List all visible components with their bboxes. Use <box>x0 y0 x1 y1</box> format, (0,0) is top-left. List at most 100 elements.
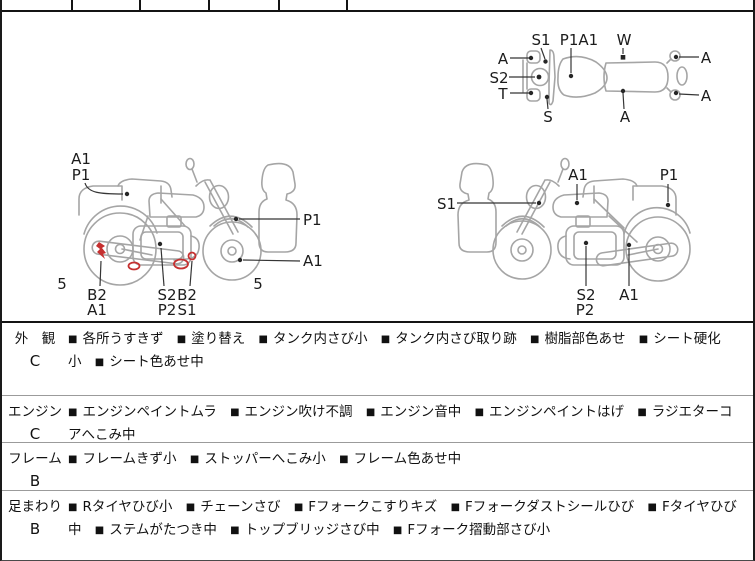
defect-item: ■エンジンペイントはげ <box>474 404 625 420</box>
square-bullet-icon: ■ <box>68 407 78 418</box>
square-bullet-icon: ■ <box>530 334 540 345</box>
grade-value: C <box>29 351 41 370</box>
defect-item: ■トップブリッジさび中 <box>230 521 380 538</box>
top-view-bike-art <box>522 49 688 106</box>
defect-item: ■シート色あせ中 <box>94 353 204 370</box>
square-bullet-icon: ■ <box>647 502 657 513</box>
right-side-bike-art <box>457 157 691 282</box>
callout-s1-headlight: S1 <box>437 195 456 213</box>
column-divider <box>208 0 210 10</box>
defect-item: ■ラジエターコアへこみ中 <box>68 404 733 443</box>
square-bullet-icon: ■ <box>176 334 187 345</box>
square-bullet-icon: ■ <box>474 407 485 418</box>
category-cell: フレーム B <box>6 449 64 492</box>
square-bullet-icon: ■ <box>380 334 391 345</box>
callout-s2-engine: S2 <box>157 286 176 304</box>
left-side-callouts: A1 P1 P1 A1 5 5 B2 A1 S2 P2 B2 S1 <box>57 150 323 319</box>
square-bullet-icon: ■ <box>339 454 349 465</box>
defect-item: ■塗り替え <box>176 331 246 347</box>
damage-mark-ring <box>187 251 197 261</box>
square-bullet-icon: ■ <box>638 334 649 345</box>
callout-p2-engine: P2 <box>158 301 177 319</box>
callout-a-right-bottom: A <box>701 87 712 105</box>
category-label: エンジン <box>8 404 62 420</box>
square-bullet-icon: ■ <box>94 524 105 536</box>
callout-5-front: 5 <box>253 275 263 293</box>
square-bullet-icon: ■ <box>185 502 196 513</box>
defect-item: ■ステムがたつき中 <box>94 521 217 538</box>
callout-s: S <box>543 108 553 126</box>
column-divider <box>71 0 73 10</box>
defect-item: ■エンジン吹け不調 <box>230 404 353 420</box>
callout-s2-engine-r: S2 <box>576 286 595 304</box>
defect-item: ■各所うすきず <box>68 331 164 347</box>
defect-item: ■エンジンペイントムラ <box>68 404 217 420</box>
callout-a1-front: A1 <box>303 252 323 270</box>
column-divider <box>346 0 348 10</box>
defect-item: ■Fフォークダストシールひび <box>450 499 635 515</box>
defect-item: ■タンク内さび小 <box>258 331 368 347</box>
callout-a1-muffler: A1 <box>619 286 639 304</box>
table-header-partial-row <box>2 0 753 12</box>
callout-p1-tail: P1 <box>660 166 679 184</box>
inspection-row: エンジン C ■エンジンペイントムラ ■エンジン吹け不調 ■エンジン音中 ■エンジン… <box>2 395 753 443</box>
defect-list: ■フレームきず小 ■ストッパーへこみ小 ■フレーム色あせ中 <box>68 443 753 472</box>
square-bullet-icon: ■ <box>365 407 376 418</box>
callout-p1a1: P1A1 <box>560 31 598 49</box>
category-cell: 足まわり B <box>6 497 64 540</box>
defect-item: ■チェーンさび <box>185 499 281 515</box>
category-label: フレーム <box>8 451 62 467</box>
callout-b2-exhaust: B2 <box>87 286 107 304</box>
callout-p1-rear: P1 <box>72 166 91 184</box>
grade-value: B <box>29 471 41 490</box>
callout-a1-exhaust: A1 <box>87 301 107 319</box>
callout-s2: S2 <box>489 69 508 87</box>
callout-p2-engine-r: P2 <box>576 301 595 319</box>
grade-value: B <box>29 519 41 538</box>
square-bullet-icon: ■ <box>293 502 304 513</box>
defect-item: ■樹脂部色あせ <box>530 331 626 347</box>
square-bullet-icon: ■ <box>189 454 200 465</box>
callout-s1: S1 <box>531 31 550 49</box>
defect-item: ■Rタイヤひび小 <box>68 499 173 515</box>
damage-mark-arrow <box>96 242 106 259</box>
square-bullet-icon: ■ <box>68 334 78 345</box>
defect-item: ■エンジン音中 <box>365 404 462 420</box>
square-bullet-icon: ■ <box>637 407 647 418</box>
damage-mark-oval <box>127 261 141 271</box>
damage-mark-oval <box>173 258 189 270</box>
left-side-damage-marks <box>96 242 197 271</box>
defect-item: ■フレーム色あせ中 <box>339 451 462 467</box>
top-view-callouts: S1 P1A1 W A S2 T S A A <box>489 31 711 126</box>
category-label: 足まわり <box>8 499 62 515</box>
right-side-callouts: S1 A1 P1 S2 P2 A1 <box>437 166 678 319</box>
left-side-bike-art <box>78 157 298 286</box>
right-side-view-diagram: S1 A1 P1 S2 P2 A1 <box>437 157 691 319</box>
callout-s1-engine: S1 <box>177 301 196 319</box>
defect-item: ■シート硬化小 <box>68 331 721 370</box>
square-bullet-icon: ■ <box>94 356 105 368</box>
callout-a1-tank: A1 <box>568 166 588 184</box>
grade-value: C <box>29 424 41 443</box>
defect-list: ■各所うすきず ■塗り替え ■タンク内さび小 ■タンク内さび取り跡 ■樹脂部色あ… <box>68 323 753 374</box>
defect-item: ■ストッパーへこみ小 <box>189 451 326 467</box>
callout-a-left: A <box>498 50 509 68</box>
damage-diagram-panel: S1 P1A1 W A S2 T S A A <box>2 12 753 321</box>
callout-a-right-top: A <box>701 49 712 67</box>
square-bullet-icon: ■ <box>392 524 403 536</box>
defect-item: ■Fタイヤひび中 <box>68 499 737 538</box>
callout-5-rear: 5 <box>57 275 67 293</box>
callout-w: W <box>617 31 632 49</box>
callout-b2-engine: B2 <box>177 286 197 304</box>
column-divider <box>139 0 141 10</box>
square-bullet-icon: ■ <box>258 334 268 345</box>
square-bullet-icon: ■ <box>230 524 240 536</box>
callout-t: T <box>497 85 508 103</box>
callout-p1-front: P1 <box>303 211 322 229</box>
square-bullet-icon: ■ <box>230 407 240 418</box>
